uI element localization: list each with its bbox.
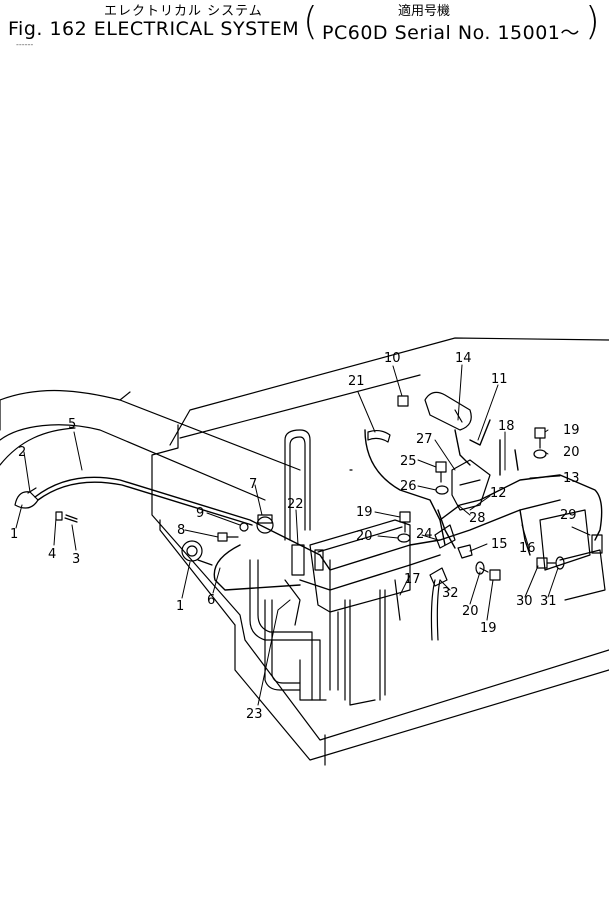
callout-20a: 20 <box>563 445 580 460</box>
switch-7 <box>256 514 274 534</box>
callout-19c: 19 <box>480 621 497 636</box>
machine-body-outline <box>151 337 609 766</box>
clamp-21 <box>367 429 391 443</box>
callout-19a: 19 <box>563 423 580 438</box>
washer-20c <box>475 561 485 575</box>
callout-9: 9 <box>196 506 204 521</box>
bolt-10 <box>397 395 409 407</box>
clip-15 <box>457 544 473 559</box>
callout-17: 17 <box>404 572 421 587</box>
lamp-front <box>14 487 39 509</box>
bolt-19a <box>534 427 546 449</box>
horn-14 <box>424 391 472 431</box>
callout-27: 27 <box>416 432 433 447</box>
leader-lines <box>15 364 591 706</box>
bolt-19c <box>479 567 501 581</box>
bracket-27 <box>451 459 491 511</box>
callout-10: 10 <box>384 351 401 366</box>
callout-31: 31 <box>540 594 557 609</box>
callout-8: 8 <box>177 523 185 538</box>
callout-23: 23 <box>246 707 263 722</box>
lamp-left <box>181 540 213 566</box>
callout-labels: 1 2 4 3 5 1 8 9 7 6 22 23 21 10 14 11 18… <box>10 351 580 722</box>
callout-13: 13 <box>563 471 580 486</box>
bolt-19b <box>399 511 411 533</box>
left-paren: ( <box>303 0 318 43</box>
battery-box <box>309 519 411 706</box>
washer-26 <box>435 485 449 495</box>
title-japanese: エレクトリカル システム <box>104 4 263 19</box>
callout-12: 12 <box>490 486 507 501</box>
callout-1b: 1 <box>176 599 184 614</box>
callout-16: 16 <box>519 541 536 556</box>
callout-15: 15 <box>491 537 508 552</box>
callout-6: 6 <box>207 593 215 608</box>
callout-32: 32 <box>442 586 459 601</box>
callout-28: 28 <box>469 511 486 526</box>
washer-31 <box>555 556 565 570</box>
relay-box-29 <box>539 509 606 601</box>
serial-japanese: 適用号機 <box>398 4 451 19</box>
callout-4: 4 <box>48 547 56 562</box>
callout-24: 24 <box>416 527 433 542</box>
callout-21: 21 <box>348 374 365 389</box>
callout-30: 30 <box>516 594 533 609</box>
callout-26: 26 <box>400 479 417 494</box>
callout-14: 14 <box>455 351 472 366</box>
callout-22: 22 <box>287 497 304 512</box>
serial-range: PC60D Serial No. 15001～ <box>322 22 580 44</box>
cab-frame <box>249 429 339 701</box>
connector-24 <box>434 524 456 549</box>
right-paren: ) <box>585 0 600 43</box>
callout-19b: 19 <box>356 505 373 520</box>
callout-3: 3 <box>72 552 80 567</box>
bolts-3-4 <box>55 511 78 523</box>
washer-20b <box>397 533 411 543</box>
callout-2: 2 <box>18 445 26 460</box>
callout-20c: 20 <box>462 604 479 619</box>
figure-title: Fig. 162 ELECTRICAL SYSTEM <box>8 18 300 40</box>
bolt-30 <box>536 557 556 569</box>
page-mark: ------ <box>16 40 34 49</box>
callout-20b: 20 <box>356 529 373 544</box>
callout-11: 11 <box>491 372 508 387</box>
bolt-8 <box>217 532 239 542</box>
callout-7: 7 <box>249 477 257 492</box>
callout-1a: 1 <box>10 527 18 542</box>
hoses <box>394 579 441 641</box>
washer-9 <box>239 522 249 532</box>
callout-29: 29 <box>560 508 577 523</box>
bolt-25 <box>435 461 447 483</box>
callout-5: 5 <box>68 417 76 432</box>
boom-outline <box>0 389 301 501</box>
washer-20a <box>533 449 547 459</box>
connector-32 <box>429 567 448 587</box>
callout-25: 25 <box>400 454 417 469</box>
wiring-harness <box>34 419 603 591</box>
callout-18: 18 <box>498 419 515 434</box>
